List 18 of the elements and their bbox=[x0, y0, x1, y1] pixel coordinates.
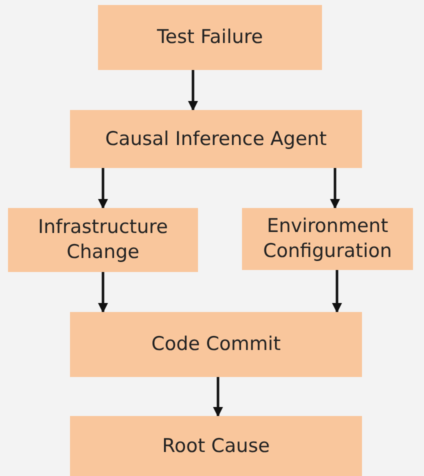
arrow bbox=[98, 168, 108, 209]
box-label: Root Cause bbox=[162, 434, 270, 458]
arrow bbox=[330, 168, 340, 209]
arrow bbox=[213, 377, 223, 417]
box-label: Environment Configuration bbox=[262, 214, 393, 264]
process-box bbox=[70, 416, 362, 476]
box-label: Infrastructure Change bbox=[36, 215, 169, 265]
arrow bbox=[332, 270, 342, 313]
box-label: Test Failure bbox=[157, 25, 263, 50]
arrow bbox=[98, 272, 108, 313]
arrow bbox=[188, 70, 198, 111]
process-box bbox=[70, 110, 362, 168]
box-label: Causal Inference Agent bbox=[105, 126, 327, 152]
process-box bbox=[8, 208, 198, 272]
process-box bbox=[70, 312, 362, 377]
process-box bbox=[242, 208, 413, 270]
box-label: Code Commit bbox=[151, 332, 281, 357]
process-box bbox=[98, 5, 322, 70]
